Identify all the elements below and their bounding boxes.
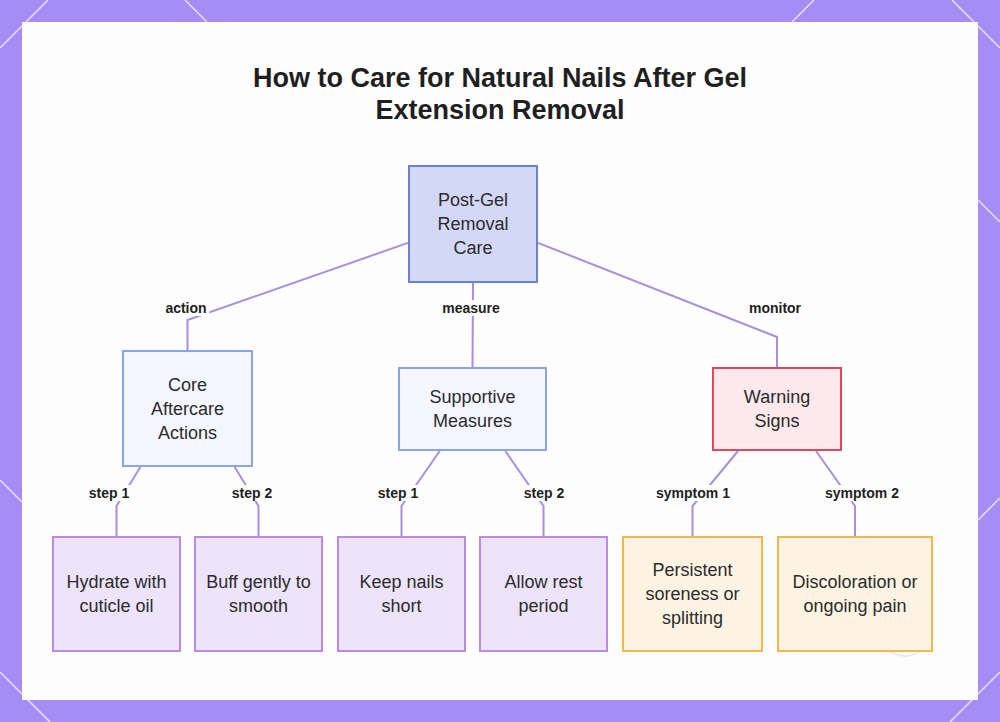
process-box: Supportive Measures [398,367,547,451]
connector-line [117,467,141,536]
connector-line [188,243,409,350]
process-box: Allow rest period [479,536,608,652]
edge-label: symptom 2 [822,485,902,501]
edge-label: symptom 1 [653,485,733,501]
diagram-title: How to Care for Natural Nails After Gel … [235,62,765,126]
node-label: Keep nails short [345,570,458,618]
warning-box: Warning Signs [712,367,842,451]
process-box: Buff gently to smooth [194,536,323,652]
frame-line [792,0,814,22]
process-box: Persistent soreness or splitting [622,536,763,652]
connector-line [235,467,259,536]
edge-label: measure [439,300,503,316]
edge-label: step 2 [229,485,275,501]
process-box: Discoloration or ongoing pain [777,536,933,652]
edge-label: step 1 [86,485,132,501]
node-label: Buff gently to smooth [202,570,315,618]
node-label: Persistent soreness or splitting [630,558,755,630]
frame-line [185,0,207,22]
node-label: Warning Signs [720,385,834,433]
edge-label: step 1 [375,485,421,501]
process-box: Hydrate with cuticle oil [52,536,181,652]
node-label: Allow rest period [487,570,600,618]
root-box: Post-Gel Removal Care [408,165,538,283]
node-label: Supportive Measures [406,385,539,433]
edge-label: action [162,300,209,316]
process-box: Keep nails short [337,536,466,652]
node-label: Hydrate with cuticle oil [60,570,173,618]
frame-line [0,480,22,502]
node-label: Discoloration or ongoing pain [785,570,925,618]
node-label: Post-Gel Removal Care [416,188,530,260]
edge-label: step 2 [521,485,567,501]
edge-label: monitor [746,300,804,316]
frame-line [978,200,1000,222]
connector-line [538,243,777,367]
node-label: Core Aftercare Actions [130,373,245,445]
frame-line [978,498,1000,520]
process-box: Core Aftercare Actions [122,350,253,467]
connector-line [472,283,475,367]
